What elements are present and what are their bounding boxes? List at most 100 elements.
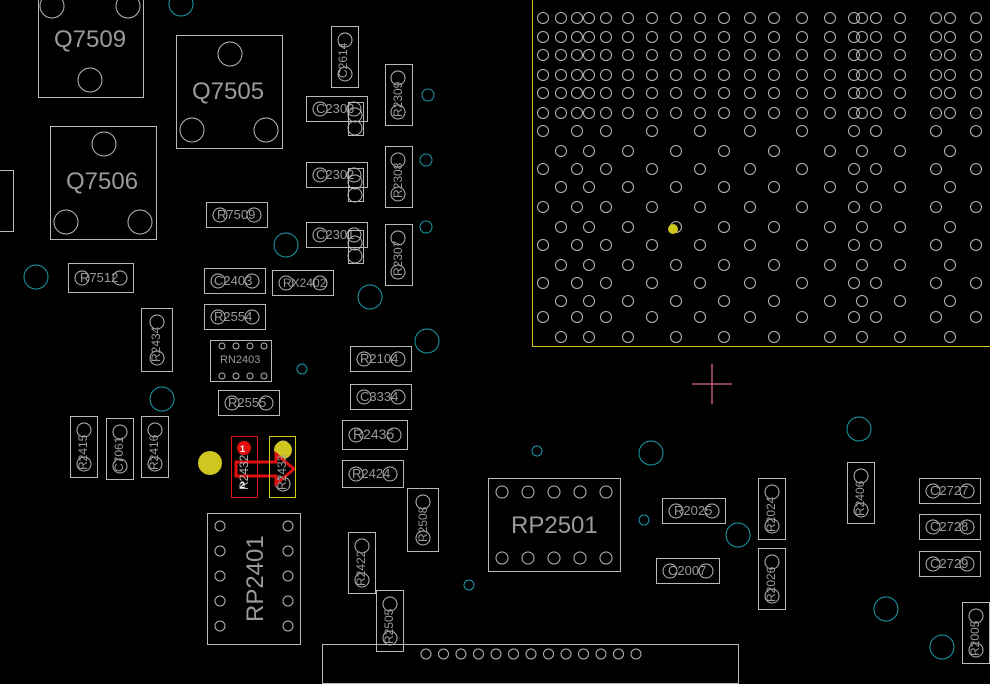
component-r2024[interactable] (758, 478, 786, 540)
part-pad (244, 309, 260, 325)
part-pad (382, 466, 398, 482)
bga-ball (694, 311, 706, 323)
component-r2416[interactable] (141, 416, 169, 478)
component-q7506[interactable] (50, 126, 157, 240)
bga-ball (555, 12, 567, 24)
component-r2025[interactable] (662, 498, 726, 524)
via (725, 522, 751, 548)
transistor-pad (253, 117, 279, 143)
component-c2v02[interactable] (348, 168, 364, 202)
part-pad (246, 207, 262, 223)
component-q7509[interactable] (38, 0, 144, 98)
bga-ball (848, 12, 860, 24)
bga-ball (894, 181, 906, 193)
component-rp2401[interactable] (207, 513, 301, 645)
bga-chip-outline[interactable] (532, 0, 990, 347)
component-rp2501[interactable] (488, 478, 621, 572)
component-c2301[interactable] (306, 222, 368, 248)
component-c7610[interactable] (0, 170, 14, 232)
part-pad (312, 275, 328, 291)
bga-ball (646, 201, 658, 213)
r2433-label: R2433 (275, 454, 289, 490)
part-pad (764, 588, 780, 604)
component-q7505[interactable] (176, 35, 283, 149)
rp2501-pad (521, 485, 535, 499)
component-rx2402[interactable] (272, 270, 334, 296)
bga-ball (537, 31, 549, 43)
component-r2555[interactable] (218, 390, 280, 416)
part-pad (925, 483, 941, 499)
component-c2303[interactable] (306, 96, 368, 122)
component-r2104[interactable] (350, 346, 412, 372)
component-r2415[interactable] (70, 416, 98, 478)
component-r2309[interactable] (385, 64, 413, 126)
bga-ball (622, 221, 634, 233)
component-r2307[interactable] (385, 224, 413, 286)
bga-ball (718, 331, 730, 343)
component-c2007[interactable] (656, 558, 720, 584)
part-pad (356, 351, 372, 367)
bga-ball (848, 87, 860, 99)
bga-ball (694, 107, 706, 119)
component-c2728[interactable] (919, 514, 981, 540)
component-c2729[interactable] (919, 551, 981, 577)
rn-pad (232, 372, 240, 380)
component-r2554[interactable] (204, 304, 266, 330)
component-c2403[interactable] (204, 268, 266, 294)
component-r2422[interactable] (348, 532, 376, 594)
bga-ball (646, 87, 658, 99)
bga-ball (537, 277, 549, 289)
component-c2v01[interactable] (348, 230, 364, 264)
part-pad (382, 630, 398, 646)
component-r2026[interactable] (758, 548, 786, 610)
part-pad (312, 167, 328, 183)
component-c2727[interactable] (919, 478, 981, 504)
via (638, 440, 664, 466)
component-c2v03[interactable] (348, 102, 364, 136)
bga-ball (600, 12, 612, 24)
component-c3334[interactable] (350, 384, 412, 410)
connector-bottom[interactable] (322, 644, 739, 684)
bga-ball (894, 221, 906, 233)
bga-ball (930, 311, 942, 323)
rp2401-pad (214, 545, 226, 557)
component-r2432-selected[interactable] (231, 436, 258, 498)
via (168, 0, 194, 17)
part-pad (390, 230, 406, 246)
component-c2614[interactable] (331, 26, 359, 88)
r2508-label: R2508 (416, 506, 430, 542)
connector-pad (543, 648, 554, 660)
component-r7509[interactable] (206, 202, 268, 228)
component-rn2403[interactable] (210, 340, 272, 382)
bga-ball (744, 239, 756, 251)
transistor-pad (77, 67, 103, 93)
component-r7512[interactable] (68, 263, 134, 293)
bga-ball (796, 125, 808, 137)
component-c7061[interactable] (106, 418, 134, 480)
r2554-label: R2554 (214, 309, 253, 324)
component-r2505[interactable] (376, 590, 404, 652)
bga-ball (600, 163, 612, 175)
component-c2302[interactable] (306, 162, 368, 188)
bga-ball (622, 181, 634, 193)
component-r2508[interactable] (407, 488, 439, 552)
bga-ball (796, 31, 808, 43)
bga-ball (796, 87, 808, 99)
bga-ball (670, 295, 682, 307)
part-pad (76, 422, 92, 438)
bga-ball (744, 12, 756, 24)
bga-ball (768, 181, 780, 193)
bga-ball (670, 49, 682, 61)
component-r2433[interactable] (269, 436, 296, 498)
bga-ball (894, 295, 906, 307)
part-pad (356, 389, 372, 405)
component-r2424[interactable] (342, 460, 404, 488)
bga-ball (744, 107, 756, 119)
bga-ball (894, 259, 906, 271)
component-r2434[interactable] (141, 308, 173, 372)
component-r2308[interactable] (385, 146, 413, 208)
bga-ball (571, 12, 583, 24)
component-r2435[interactable] (342, 420, 408, 450)
component-r2406[interactable] (847, 462, 875, 524)
